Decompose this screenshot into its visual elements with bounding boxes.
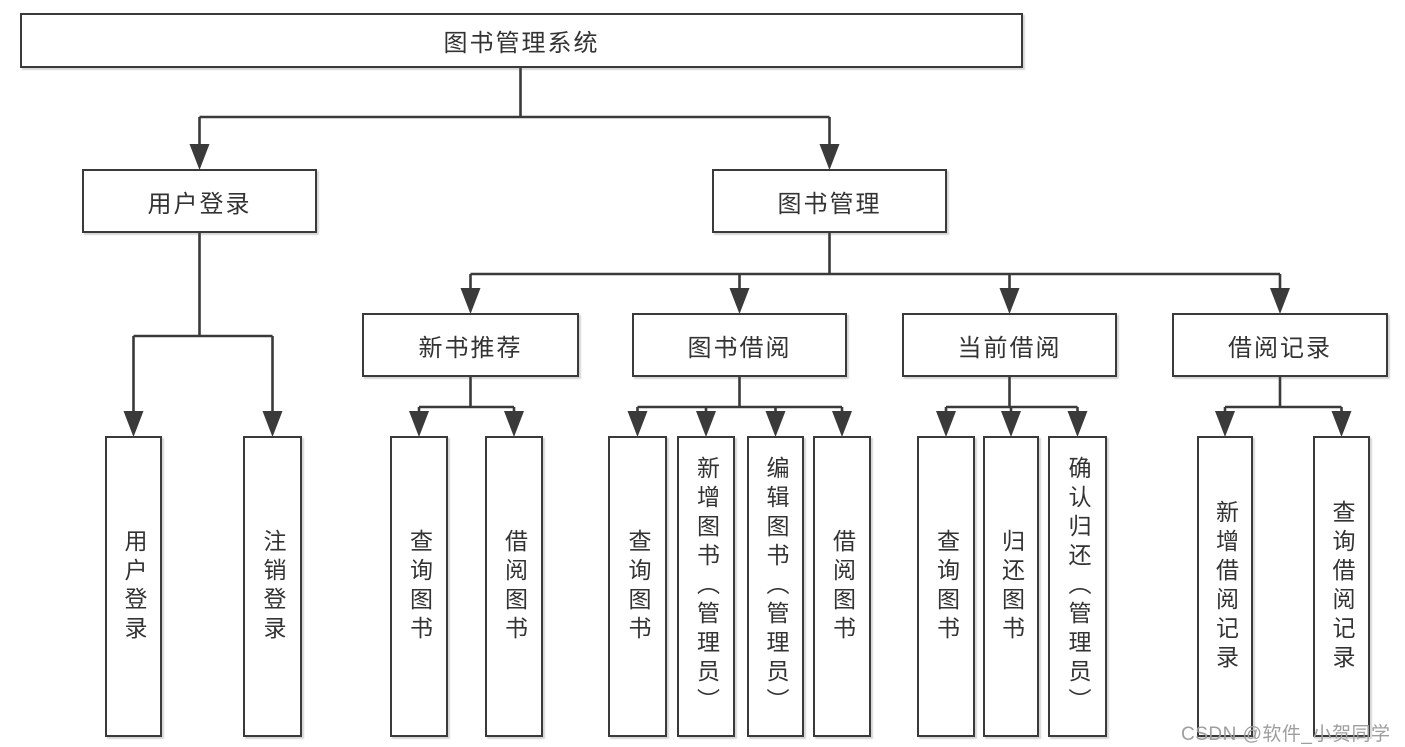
leaf-query-borrow-record: 查询借阅记录 xyxy=(1313,436,1370,737)
connector-book-mgmt-to-level3 xyxy=(460,233,1290,314)
leaf-edit-book-admin: 编辑图书（管理员） xyxy=(747,436,804,737)
leaf-return-books: 归还图书 xyxy=(983,436,1039,737)
connector-borrow-record-to-leaves xyxy=(1215,377,1352,437)
leaf-confirm-return-admin: 确认归还（管理员） xyxy=(1048,436,1107,737)
node-library-system: 图书管理系统 xyxy=(20,13,1023,68)
leaf-user-login: 用户登录 xyxy=(105,436,162,737)
watermark: CSDN @软件_小贺同学 xyxy=(1181,724,1391,745)
node-borrow-records: 借阅记录 xyxy=(1172,313,1388,377)
node-book-management: 图书管理 xyxy=(712,169,947,233)
leaf-query-books-current: 查询图书 xyxy=(917,436,975,737)
leaf-query-books-borrowing: 查询图书 xyxy=(608,436,667,737)
connector-user-login-to-leaves xyxy=(123,233,283,437)
leaf-add-borrow-record: 新增借阅记录 xyxy=(1197,436,1253,737)
leaf-logout: 注销登录 xyxy=(243,436,302,737)
node-current-borrowing: 当前借阅 xyxy=(902,313,1117,377)
connector-new-rec-to-leaves xyxy=(409,377,524,437)
connector-current-borrow-to-leaves xyxy=(936,377,1088,437)
connector-book-borrow-to-leaves xyxy=(627,377,852,437)
node-new-book-recommend: 新书推荐 xyxy=(362,313,579,377)
node-user-login: 用户登录 xyxy=(82,169,317,233)
leaf-borrow-books-borrowing: 借阅图书 xyxy=(813,436,871,737)
node-book-borrowing: 图书借阅 xyxy=(632,313,847,377)
leaf-borrow-books-recommend: 借阅图书 xyxy=(485,436,543,737)
leaf-add-book-admin: 新增图书（管理员） xyxy=(677,436,735,737)
leaf-query-books-recommend: 查询图书 xyxy=(390,436,448,737)
connector-root-to-level2 xyxy=(189,68,840,170)
